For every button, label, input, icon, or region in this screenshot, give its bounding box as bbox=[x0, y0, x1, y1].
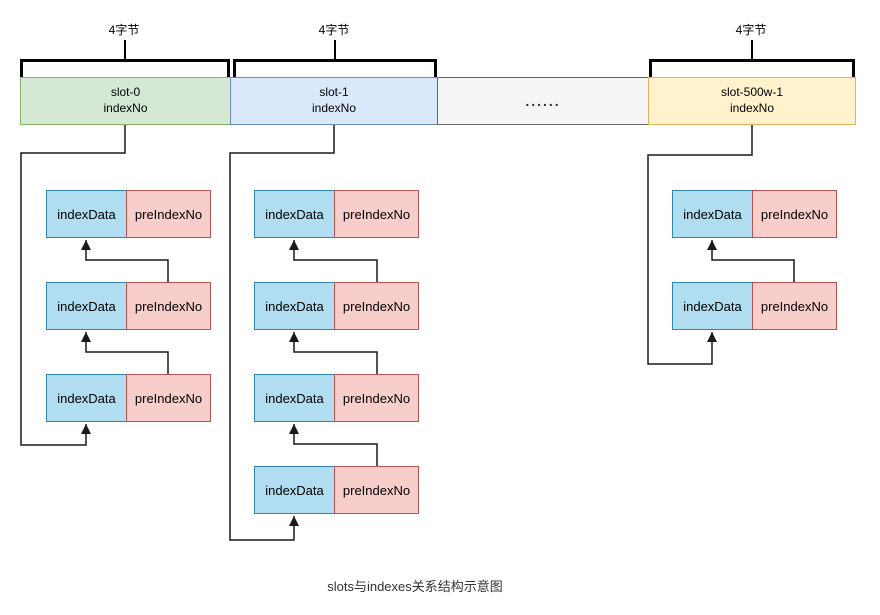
slot-name: slot-1 bbox=[319, 85, 349, 100]
index-entry: indexData preIndexNo bbox=[254, 282, 419, 330]
index-data-cell: indexData bbox=[672, 190, 753, 238]
byte-width-bracket bbox=[20, 59, 230, 77]
slot-field: indexNo bbox=[729, 101, 775, 115]
index-entry: indexData preIndexNo bbox=[46, 282, 211, 330]
pre-index-no-cell: preIndexNo bbox=[334, 282, 419, 330]
pre-index-no-cell: preIndexNo bbox=[126, 190, 211, 238]
slot-field: indexNo bbox=[103, 101, 148, 115]
ellipsis-text: ...... bbox=[525, 92, 561, 109]
byte-width-bracket bbox=[649, 59, 855, 77]
pre-index-no-cell: preIndexNo bbox=[334, 190, 419, 238]
byte-width-tick bbox=[334, 40, 336, 59]
pre-index-no-cell: preIndexNo bbox=[126, 374, 211, 422]
pre-index-no-cell: preIndexNo bbox=[334, 374, 419, 422]
byte-width-bracket bbox=[233, 59, 437, 77]
index-entry: indexData preIndexNo bbox=[254, 374, 419, 422]
index-entry: indexData preIndexNo bbox=[672, 190, 837, 238]
slot1-rail-connector bbox=[229, 125, 335, 541]
byte-width-tick bbox=[751, 40, 753, 59]
slot-box-0: slot-0 indexNo bbox=[20, 77, 231, 125]
slot-name: slot-0 bbox=[110, 85, 141, 100]
index-data-cell: indexData bbox=[254, 282, 335, 330]
slot-box-1: slot-1 indexNo bbox=[230, 77, 438, 125]
slot0-rail-connector bbox=[20, 125, 126, 446]
slot0-pre-to-prev-arrow-1 bbox=[81, 240, 169, 282]
slot500w-rail-connector bbox=[647, 125, 753, 365]
slot1-pre-to-prev-arrow-1 bbox=[289, 240, 378, 282]
slot-field: indexNo bbox=[311, 101, 357, 115]
index-data-cell: indexData bbox=[46, 190, 127, 238]
byte-width-label: 4字节 bbox=[108, 23, 140, 37]
index-entry: indexData preIndexNo bbox=[46, 374, 211, 422]
slot500w-pre-to-prev-arrow-1 bbox=[707, 240, 795, 282]
index-entry: indexData preIndexNo bbox=[254, 190, 419, 238]
index-data-cell: indexData bbox=[672, 282, 753, 330]
index-data-cell: indexData bbox=[254, 374, 335, 422]
slot1-pre-to-prev-arrow-3 bbox=[289, 424, 378, 466]
byte-width-tick bbox=[124, 40, 126, 59]
pre-index-no-cell: preIndexNo bbox=[334, 466, 419, 514]
index-data-cell: indexData bbox=[46, 374, 127, 422]
index-data-cell: indexData bbox=[254, 466, 335, 514]
index-entry: indexData preIndexNo bbox=[254, 466, 419, 514]
index-entry: indexData preIndexNo bbox=[672, 282, 837, 330]
slot-name: slot-500w-1 bbox=[720, 85, 784, 100]
slot-box-500w-1: slot-500w-1 indexNo bbox=[648, 77, 856, 125]
diagram-caption: slots与indexes关系结构示意图 bbox=[327, 579, 503, 594]
pre-index-no-cell: preIndexNo bbox=[752, 190, 837, 238]
slot0-pre-to-prev-arrow-2 bbox=[81, 332, 169, 374]
byte-width-label: 4字节 bbox=[735, 23, 767, 37]
slot-box-ellipsis: ...... bbox=[437, 77, 649, 125]
slot1-pre-to-prev-arrow-2 bbox=[289, 332, 378, 374]
index-data-cell: indexData bbox=[46, 282, 127, 330]
pre-index-no-cell: preIndexNo bbox=[126, 282, 211, 330]
pre-index-no-cell: preIndexNo bbox=[752, 282, 837, 330]
byte-width-label: 4字节 bbox=[318, 23, 350, 37]
index-entry: indexData preIndexNo bbox=[46, 190, 211, 238]
index-data-cell: indexData bbox=[254, 190, 335, 238]
